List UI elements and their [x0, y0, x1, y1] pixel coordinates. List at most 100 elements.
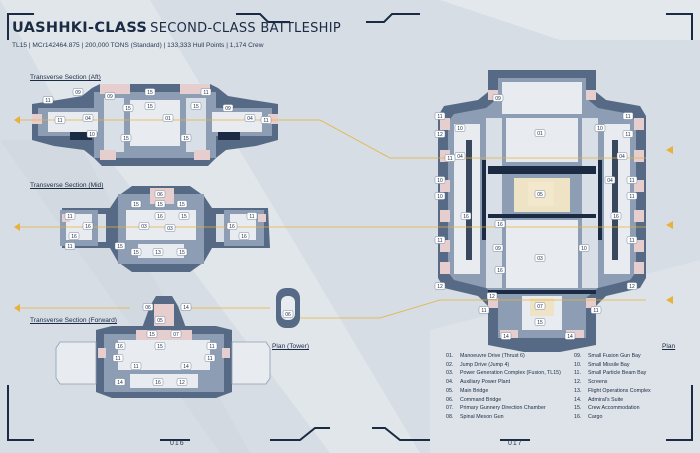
callout-number: 15: [193, 104, 199, 110]
legend-label: Small Missile Bay: [588, 361, 630, 368]
callout-number: 04: [85, 116, 91, 122]
callout-badge: [68, 232, 80, 240]
legend-item: 04.Auxiliary Power Plant: [446, 378, 574, 387]
callout-badge: [142, 303, 154, 311]
callout-number: 11: [625, 132, 630, 138]
callout-number: 11: [437, 238, 442, 244]
callout-badge: [478, 306, 490, 314]
legend-number: 10.: [574, 361, 582, 368]
legend-number: 03.: [446, 370, 454, 377]
legend-item: 11.Small Particle Beam Bay: [574, 369, 700, 378]
label-plan: Plan: [662, 343, 676, 350]
legend-number: 11.: [574, 370, 581, 377]
legend-item: 09. Small Fusion Gun Bay: [574, 352, 700, 361]
legend-number: 05.: [446, 387, 454, 394]
legend-item: 02.Jump Drive (Jump 4): [446, 361, 574, 370]
label-tower-plan: Plan (Tower): [272, 343, 310, 350]
callout-badge: [494, 266, 506, 274]
callout-badge: [138, 222, 150, 230]
legend-number: 16.: [574, 413, 582, 420]
callout-badge: [222, 104, 234, 112]
callout-number: 15: [133, 202, 139, 208]
callout-badge: [104, 92, 116, 100]
callout-number: 09: [225, 106, 231, 112]
callout-number: 11: [625, 114, 630, 120]
legend-item: 12.Screens: [574, 378, 700, 387]
callout-number: 14: [117, 380, 123, 386]
callout-number: 11: [133, 364, 138, 370]
callout-badge: [434, 112, 446, 120]
callout-number: 12: [179, 380, 185, 386]
callout-badge: [578, 244, 590, 252]
callout-number: 11: [629, 194, 634, 200]
label-forward-section: Transverse Section (Forward): [30, 317, 117, 324]
legend-label: Small Fusion Gun Bay: [588, 353, 641, 359]
legend-item: 06.Command Bridge: [446, 396, 574, 405]
callout-number: 14: [503, 334, 509, 340]
legend-column-1: 01.Manoeuvre Drive (Thrust 6)02.Jump Dri…: [446, 352, 574, 422]
page-number-left: 016: [170, 440, 185, 447]
legend-number: 09.: [574, 353, 582, 359]
callout-badge: [114, 378, 126, 386]
callout-badge: [72, 88, 84, 96]
callout-badge: [180, 303, 192, 311]
callout-badge: [170, 330, 182, 338]
legend-number: 13.: [574, 387, 582, 394]
callout-badge: [64, 212, 76, 220]
callout-number: 14: [183, 364, 189, 370]
title-main: UASHHKI-CLASS: [12, 20, 148, 36]
legend-item: 01.Manoeuvre Drive (Thrust 6): [446, 352, 574, 361]
callout-number: 04: [247, 116, 253, 122]
callout-number: 15: [537, 320, 543, 326]
callout-badge: [120, 134, 132, 142]
callout-badge: [86, 130, 98, 138]
callout-number: 14: [183, 305, 189, 311]
callout-badge: [114, 242, 126, 250]
callout-number: 12: [629, 284, 635, 290]
callout-number: 11: [481, 308, 486, 314]
callout-number: 16: [85, 224, 91, 230]
legend-column-2: 09. Small Fusion Gun Bay 10. Small Missile …: [574, 352, 700, 422]
callout-number: 10: [437, 178, 443, 184]
callout-badge: [54, 116, 66, 124]
callout-badge: [164, 224, 176, 232]
callout-badge: [500, 332, 512, 340]
callout-number: 11: [249, 214, 254, 220]
callout-badge: [492, 94, 504, 102]
callout-number: 15: [157, 202, 163, 208]
callout-number: 10: [89, 132, 95, 138]
legend-number: 02.: [446, 361, 454, 368]
callout-badge: [176, 248, 188, 256]
callout-number: 04: [619, 154, 625, 160]
callout-badge: [246, 212, 258, 220]
legend-item: 14.Admiral's Suite: [574, 396, 700, 405]
callout-number: 16: [241, 234, 247, 240]
legend-number: 04.: [446, 379, 454, 386]
title-sub: SECOND-CLASS BATTLESHIP: [150, 21, 342, 36]
callout-number: 10: [581, 246, 587, 252]
callout-badge: [626, 236, 638, 244]
callout-number: 15: [183, 136, 189, 142]
callout-number: 11: [207, 356, 212, 362]
legend-label: Flight Operations Complex: [588, 387, 651, 394]
callout-number: 07: [173, 332, 179, 338]
callout-badge: [494, 220, 506, 228]
callout-number: 16: [229, 224, 235, 230]
legend-item: 16. Cargo: [574, 413, 700, 422]
legend-label: Manoeuvre Drive (Thrust 6): [460, 353, 525, 359]
callout-number: 04: [607, 178, 613, 184]
legend-number: 06.: [446, 396, 454, 403]
legend-label: Cargo: [588, 413, 603, 420]
callout-badge: [190, 102, 202, 110]
callout-number: 11: [67, 214, 72, 220]
callout-number: 10: [437, 194, 443, 200]
callout-badge: [534, 318, 546, 326]
callout-number: 11: [629, 238, 634, 244]
callout-number: 15: [117, 244, 123, 250]
callout-number: 15: [125, 106, 131, 112]
callout-badge: [594, 124, 606, 132]
callout-number: 12: [489, 294, 495, 300]
legend-number: 12.: [574, 379, 582, 386]
callout-number: 10: [457, 126, 463, 132]
